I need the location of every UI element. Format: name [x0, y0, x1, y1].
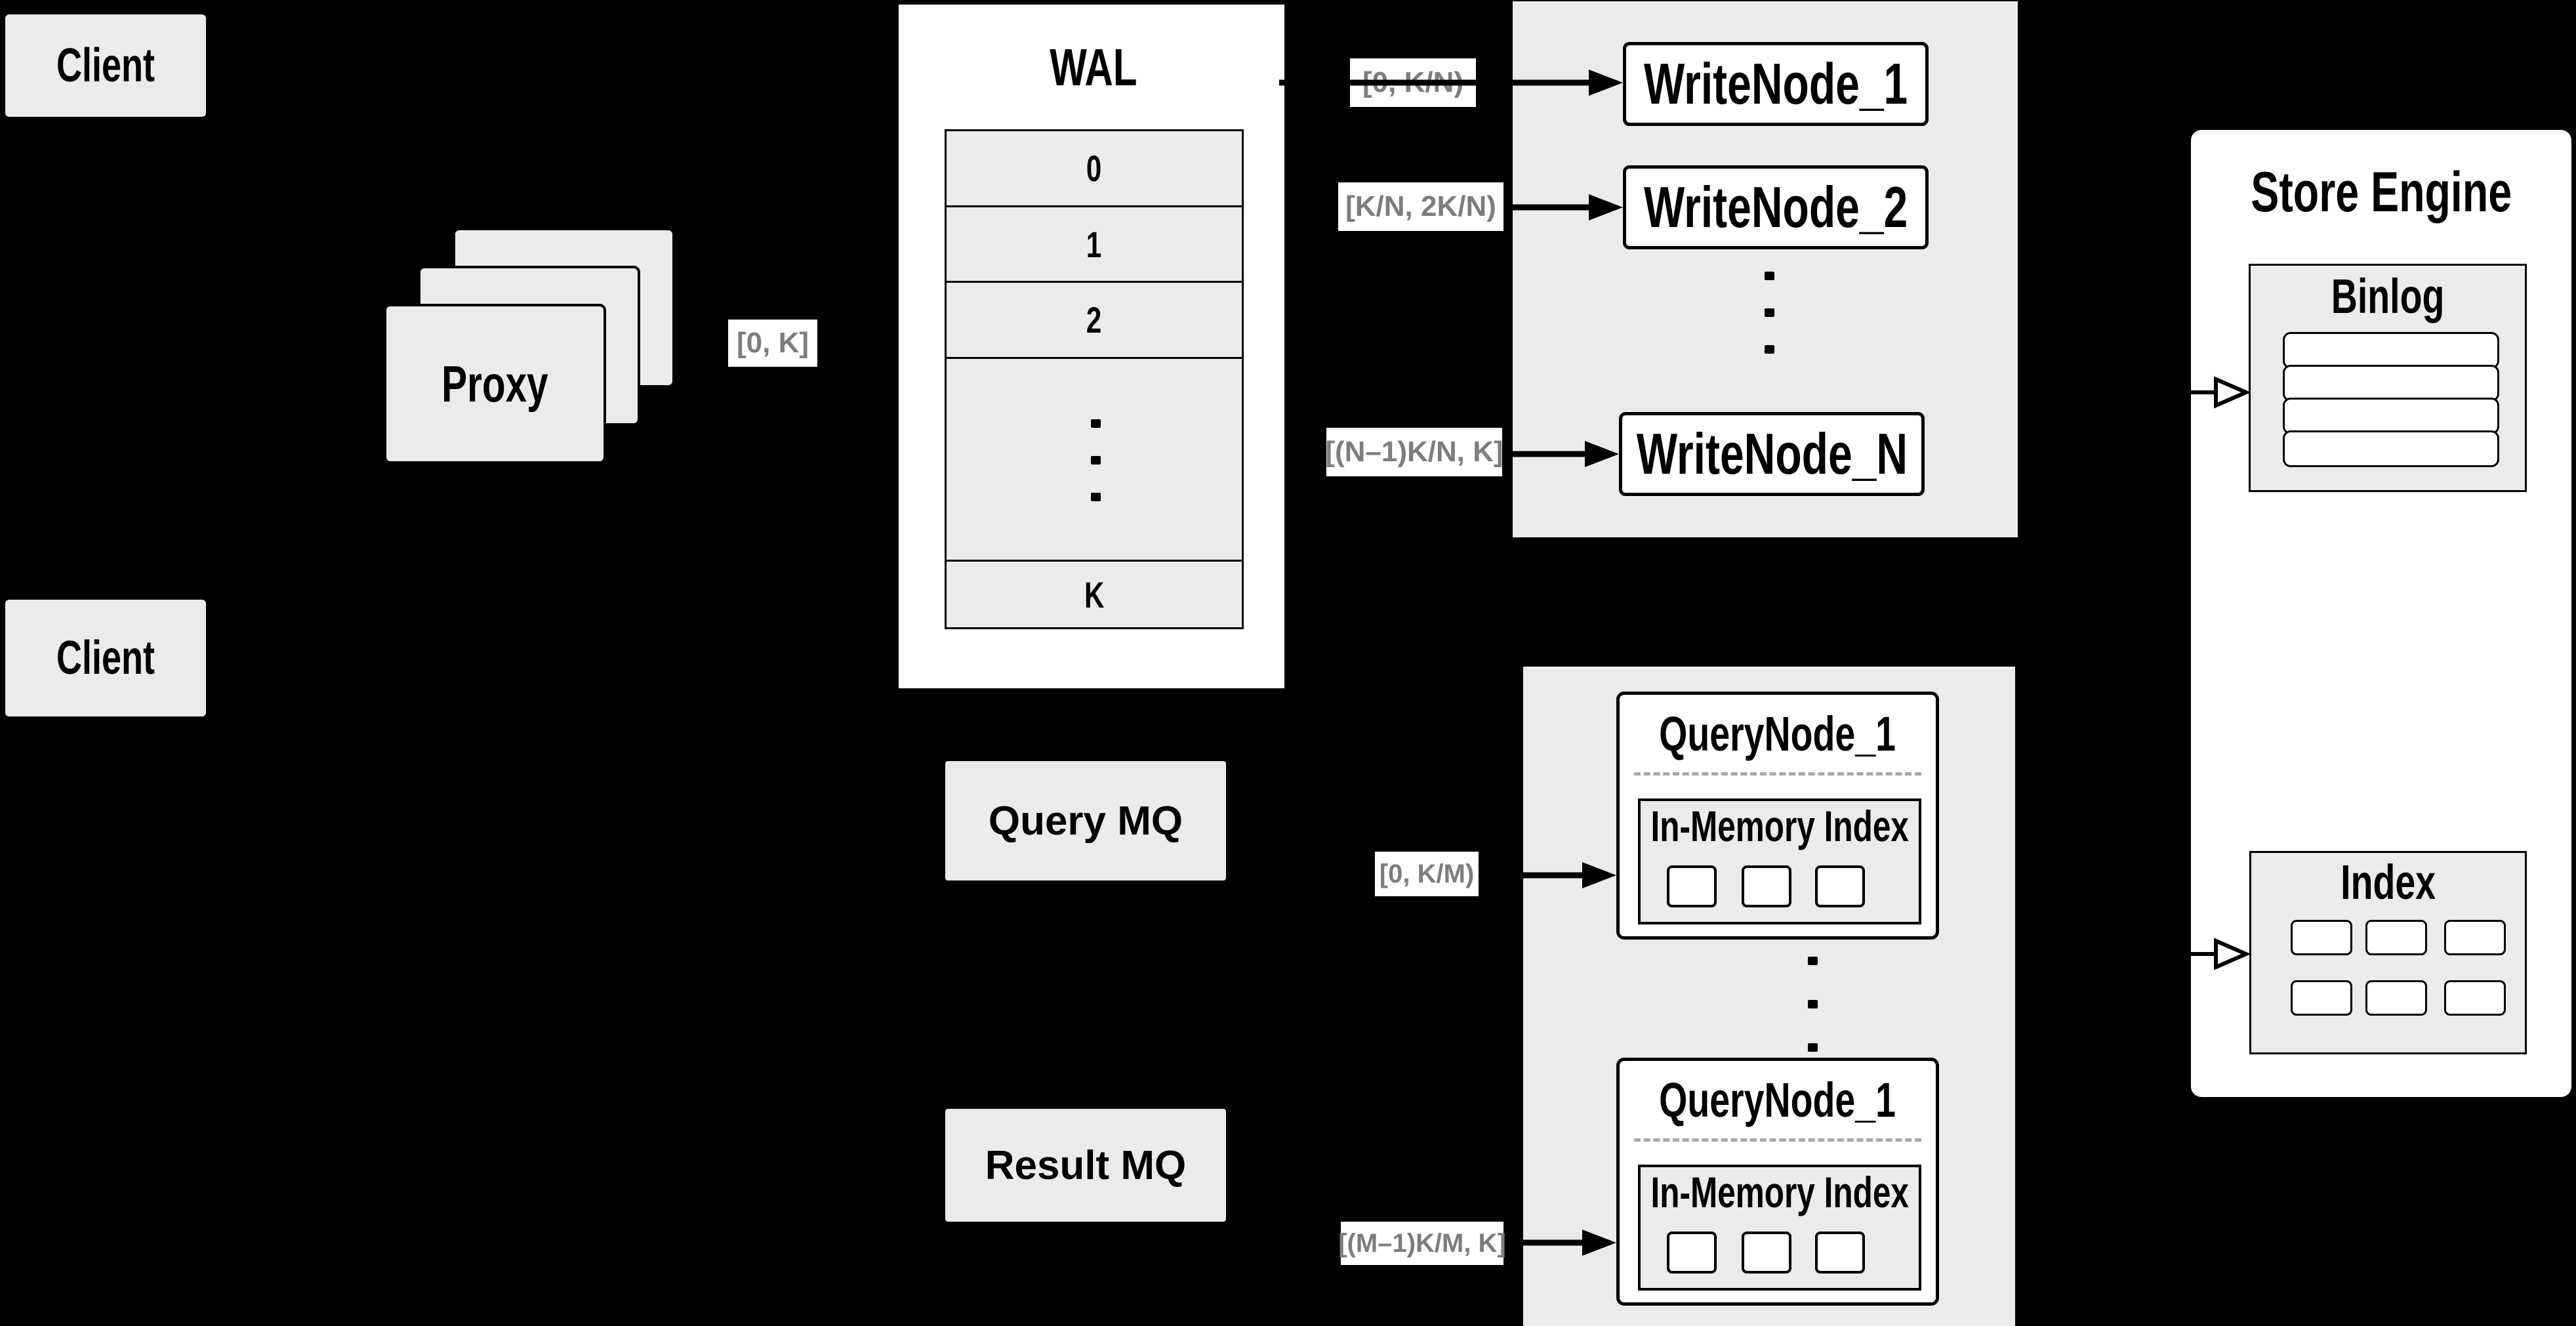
wal-segment-k-label: K: [1084, 573, 1105, 615]
index-chip: [2291, 980, 2352, 1016]
segment-chip: [1815, 1232, 1865, 1274]
query-mq-label: Query MQ: [988, 798, 1183, 844]
arrow-to-write-node-2: [1505, 194, 1623, 220]
store-engine-title: Store Engine: [2251, 160, 2512, 224]
index-chip: [2365, 920, 2427, 955]
wal-segment-0-label: 0: [1086, 148, 1102, 189]
range-label-write-node-n: [(N–1)K/N, K]: [1325, 428, 1503, 476]
wal-container: WAL 0 1 2 K: [897, 3, 1286, 690]
write-node-1-label: WriteNode_1: [1643, 51, 1908, 116]
arrow-to-index: [2190, 938, 2251, 970]
range-label-proxy: [0, K]: [728, 320, 817, 367]
wal-title-wrap: WAL: [899, 38, 1288, 96]
client-top-label: Client: [56, 39, 155, 92]
segment-chip: [1815, 865, 1865, 907]
store-engine-title-wrap: Store Engine: [2191, 130, 2571, 255]
index-chip: [2444, 920, 2506, 955]
index-title-wrap: Index: [2251, 853, 2525, 911]
wal-segment-row-1: 1: [947, 207, 1242, 283]
write-node-1: WriteNode_1: [1623, 42, 1929, 126]
query-node-top-title-wrap: QueryNode_1: [1620, 695, 1936, 772]
query-node-bottom-label: QueryNode_1: [1659, 1072, 1896, 1127]
arrow-to-query-node-top: [1480, 862, 1616, 888]
vertical-ellipsis-icon: [1808, 957, 1818, 1052]
wal-title: WAL: [1050, 38, 1137, 96]
wal-segment-row-0: 0: [947, 131, 1242, 207]
client-bottom-label: Client: [56, 632, 155, 684]
wal-segment-1-label: 1: [1086, 223, 1102, 265]
client-box-top: Client: [5, 14, 206, 117]
in-memory-index-bottom: In-Memory Index: [1638, 1165, 1921, 1291]
query-mq-box: Query MQ: [945, 761, 1226, 881]
proxy-card-front: Proxy: [384, 304, 606, 464]
segment-chip: [1667, 865, 1717, 907]
write-node-2-label: WriteNode_2: [1643, 175, 1908, 239]
write-node-2: WriteNode_2: [1623, 165, 1929, 249]
dashed-divider: [1634, 772, 1921, 776]
client-box-bottom: Client: [5, 600, 206, 716]
in-memory-index-top-title-wrap: In-Memory Index: [1641, 801, 1919, 851]
binlog-box: Binlog: [2249, 264, 2527, 492]
arrow-to-write-node-n: [1503, 441, 1619, 467]
index-chip: [2444, 980, 2506, 1016]
range-label-query-node-top: [0, K/M): [1375, 852, 1479, 896]
segment-chip: [1742, 865, 1791, 907]
wal-segment-row-2: 2: [947, 283, 1242, 359]
dashed-divider: [1634, 1138, 1921, 1142]
wal-segment-row-ellipsis: [947, 359, 1242, 562]
binlog-title: Binlog: [2331, 268, 2445, 323]
wal-segment-row-k: K: [947, 562, 1242, 627]
wal-segment-table: 0 1 2 K: [945, 129, 1244, 629]
store-engine: Store Engine Binlog Index: [2191, 130, 2571, 1097]
query-node-bottom: QueryNode_1 In-Memory Index: [1616, 1058, 1939, 1306]
in-memory-index-top-label: In-Memory Index: [1650, 802, 1909, 850]
arrow-to-write-node-1: [1279, 70, 1623, 96]
query-node-top-label: QueryNode_1: [1659, 706, 1896, 761]
result-mq-label: Result MQ: [985, 1142, 1187, 1188]
index-chip: [2365, 980, 2427, 1016]
arrow-to-query-node-bottom: [1505, 1230, 1616, 1256]
query-node-bottom-title-wrap: QueryNode_1: [1620, 1061, 1936, 1138]
range-label-query-node-bottom: [(M–1)K/M, K]: [1338, 1222, 1506, 1265]
binlog-segment-bar: [2283, 398, 2499, 434]
binlog-segment-bar: [2283, 430, 2499, 467]
range-label-write-node-2: [K/N, 2K/N): [1338, 182, 1503, 231]
arrow-to-binlog: [2190, 376, 2251, 409]
segment-chip: [1667, 1232, 1717, 1274]
write-node-n: WriteNode_N: [1619, 412, 1925, 496]
in-memory-index-bottom-label: In-Memory Index: [1650, 1168, 1909, 1216]
in-memory-index-top: In-Memory Index: [1638, 798, 1921, 924]
in-memory-index-bottom-title-wrap: In-Memory Index: [1641, 1167, 1919, 1217]
result-mq-box: Result MQ: [945, 1109, 1226, 1222]
proxy-label: Proxy: [441, 354, 548, 413]
query-node-top: QueryNode_1 In-Memory Index: [1616, 692, 1939, 940]
write-node-n-label: WriteNode_N: [1636, 421, 1908, 486]
wal-segment-2-label: 2: [1086, 299, 1102, 341]
index-title: Index: [2341, 854, 2436, 909]
index-box: Index: [2249, 851, 2527, 1054]
segment-chip: [1742, 1232, 1791, 1274]
index-chip: [2291, 920, 2352, 955]
binlog-title-wrap: Binlog: [2251, 266, 2525, 326]
vertical-ellipsis-icon: [1765, 272, 1774, 357]
